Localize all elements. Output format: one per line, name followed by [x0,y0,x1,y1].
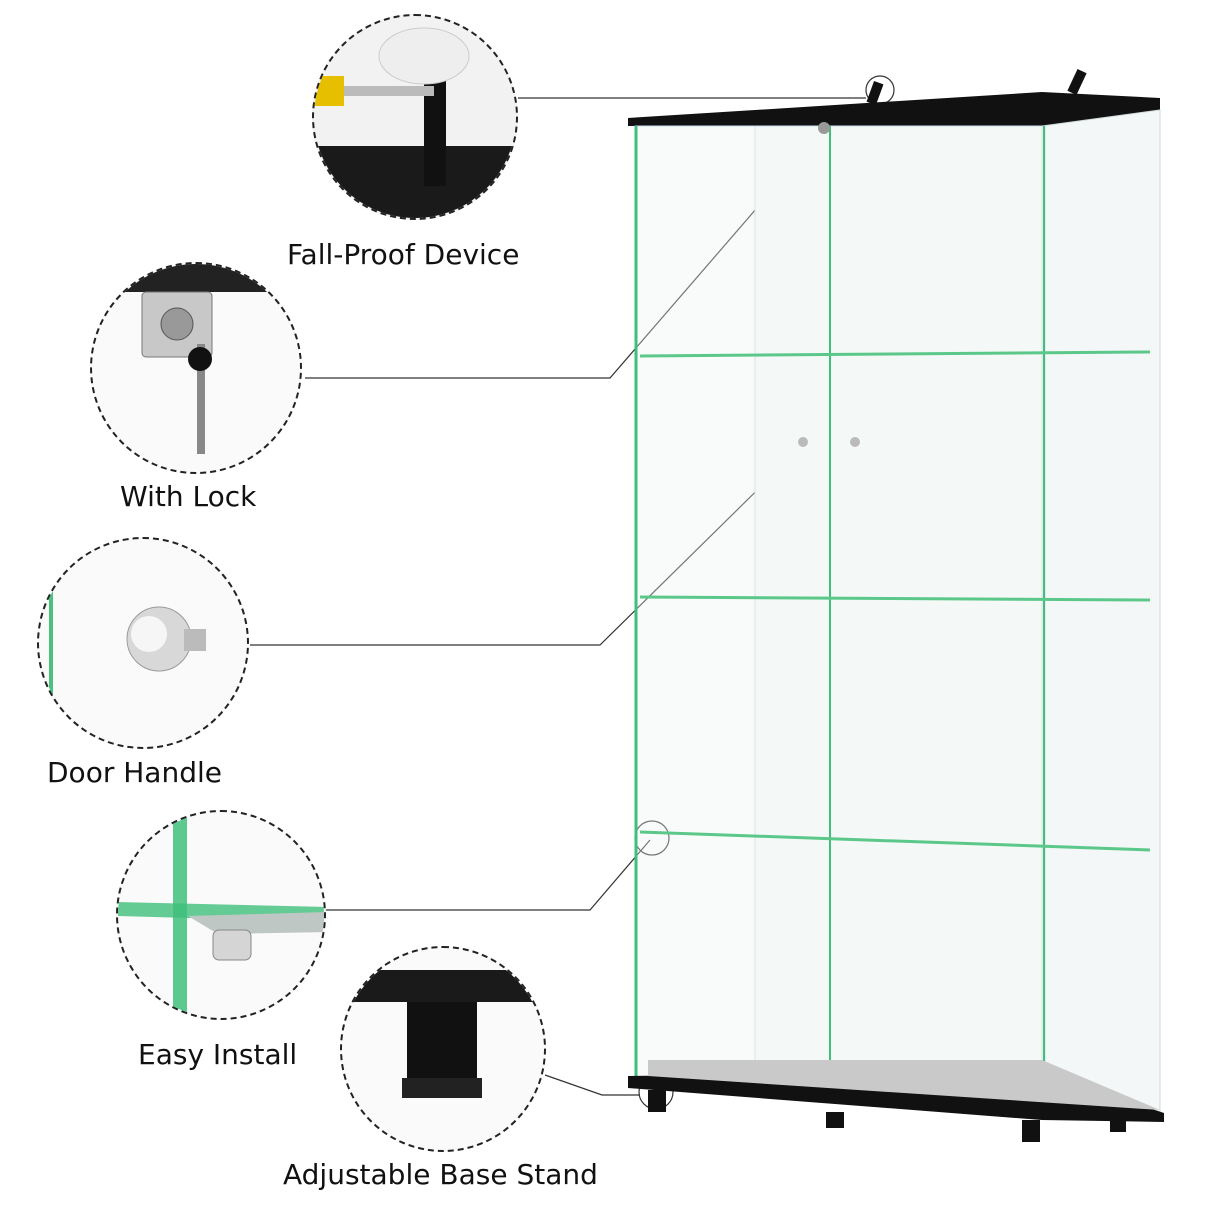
lock-label: With Lock [120,480,257,513]
glass-cabinet [628,69,1164,1142]
door-handle-detail-image [37,537,249,749]
base-stand-detail-image [340,946,546,1152]
lock-detail-image [90,262,302,474]
door-handle-label: Door Handle [47,756,222,789]
fall-proof-detail-image [312,14,518,220]
easy-install-detail-image [116,810,326,1020]
fall-proof-label: Fall-Proof Device [287,238,520,271]
base-stand-label: Adjustable Base Stand [283,1158,598,1191]
easy-install-label: Easy Install [138,1038,298,1071]
